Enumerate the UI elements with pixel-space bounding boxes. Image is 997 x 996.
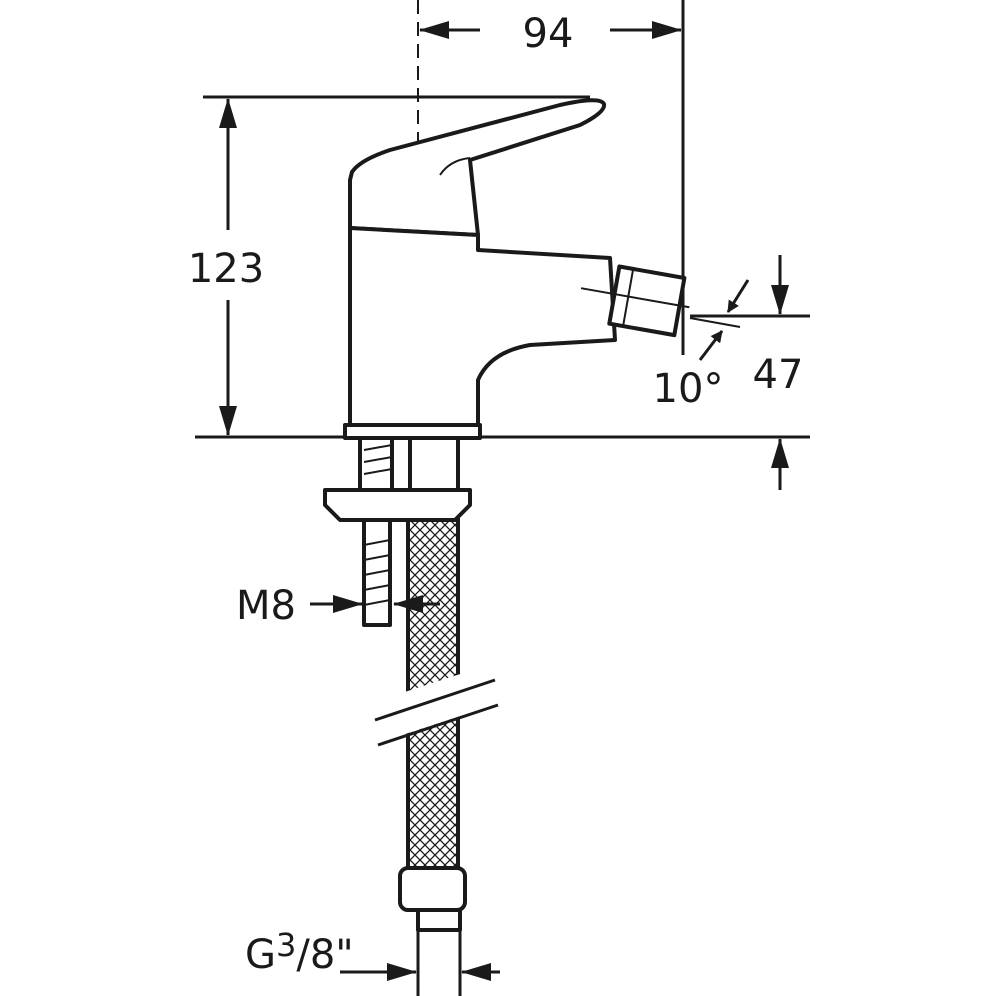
width-dimension: 94 (419, 11, 682, 57)
spout-height-label: 47 (753, 352, 804, 398)
angle-label: 10° (653, 366, 724, 412)
width-label: 94 (523, 11, 574, 57)
height-label: 123 (188, 246, 264, 292)
stud-label: M8 (236, 583, 296, 629)
spout-nozzle (580, 264, 690, 338)
spout-height-dimension: 47 (753, 255, 804, 490)
connection-label: G3/8" (245, 926, 354, 978)
hose-end-nut (398, 866, 467, 912)
stud-dimension: M8 (236, 583, 440, 629)
fixing-washer (323, 488, 472, 522)
lever-handle (348, 98, 607, 237)
mixer-body (348, 226, 617, 427)
hose-end-fitting (416, 908, 462, 932)
height-dimension: 123 (188, 98, 264, 436)
angle-dimension: 10° (653, 279, 750, 412)
connection-dimension: G3/8" (245, 926, 500, 996)
threaded-stud (358, 436, 394, 627)
hose-connector (408, 436, 460, 492)
